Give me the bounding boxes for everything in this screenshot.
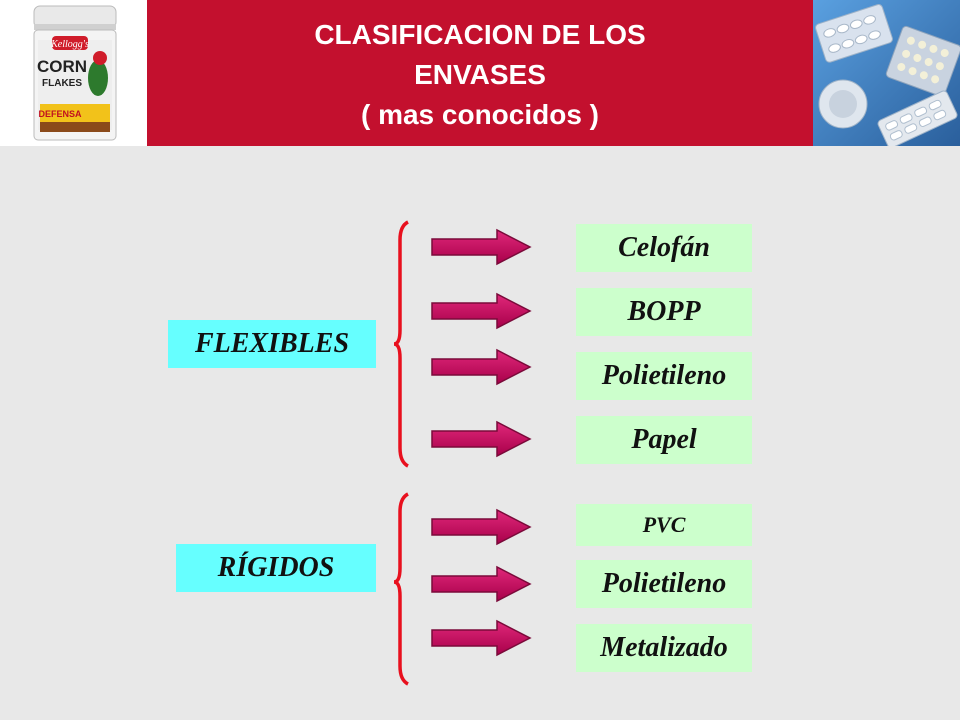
title-line-1: CLASIFICACION DE LOS [314,19,646,50]
arrow-bopp [431,292,532,330]
page-title: CLASIFICACION DE LOS ENVASES ( mas conoc… [147,15,813,135]
item-papel: Papel [576,416,752,464]
item-metalizado: Metalizado [576,624,752,672]
item-label: Polietileno [601,360,727,391]
category-flexibles: FLEXIBLES [168,320,376,368]
category-flexibles-label: FLEXIBLES [194,328,350,359]
item-pvc: PVC [576,504,752,546]
svg-text:FLAKES: FLAKES [42,78,82,89]
item-polietileno-rigido: Polietileno [576,560,752,608]
flexibles-brace [393,220,409,468]
item-celofan: Celofán [576,224,752,272]
item-label: PVC [642,512,686,537]
item-label: Metalizado [600,632,728,663]
svg-text:DEFENSA: DEFENSA [38,109,82,119]
item-label: Celofán [618,232,710,263]
item-bopp: BOPP [576,288,752,336]
blister-packs-image [813,0,960,149]
arrow-polietileno-flex [431,348,532,386]
svg-text:Kellogg's: Kellogg's [50,39,89,50]
item-label: Papel [631,424,697,455]
arrow-celofan [431,228,532,266]
rigidos-brace [393,492,409,686]
item-polietileno-flexible: Polietileno [576,352,752,400]
title-line-3: ( mas conocidos ) [360,99,600,130]
cereal-box-image: Kellogg's CORN FLAKES DEFENSA [0,0,147,146]
svg-text:CORN: CORN [37,57,87,76]
item-label: BOPP [627,296,701,327]
arrow-papel [431,420,532,458]
arrow-pvc [431,508,532,546]
category-rigidos-label: RÍGIDOS [217,552,335,583]
arrow-polietileno-rig [431,565,532,603]
category-rigidos: RÍGIDOS [176,544,376,592]
item-label: Polietileno [601,568,727,599]
title-banner [147,0,813,146]
arrow-metalizado [431,619,532,657]
title-line-2: ENVASES [414,59,546,90]
